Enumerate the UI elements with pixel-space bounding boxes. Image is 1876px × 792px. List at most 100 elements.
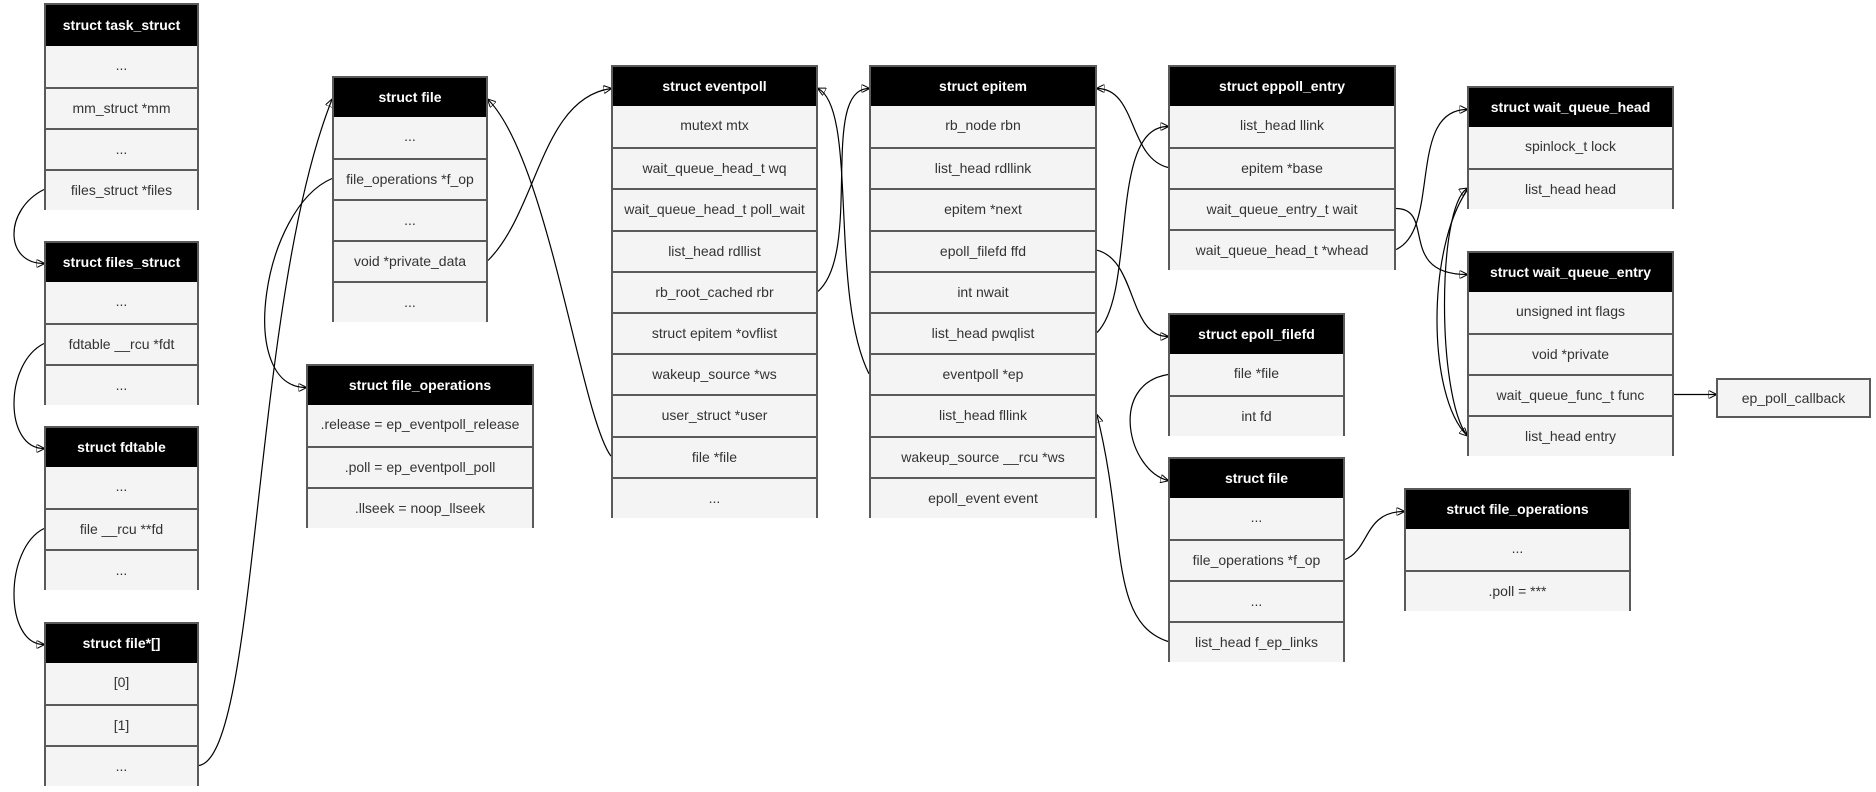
arrow-filefd-file: [1129, 373, 1168, 481]
struct-field: spinlock_t lock: [1469, 127, 1672, 168]
struct-field: struct epitem *ovflist: [613, 311, 816, 354]
struct-field: .llseek = noop_llseek: [308, 487, 532, 528]
struct-title: struct epoll_filefd: [1170, 315, 1343, 354]
struct-title: struct task_struct: [46, 5, 197, 46]
struct-field: ...: [1406, 529, 1629, 570]
struct-title: struct files_struct: [46, 243, 197, 282]
struct-files-struct: struct files_struct...fdtable __rcu *fdt…: [44, 241, 199, 405]
struct-field: file_operations *f_op: [1170, 539, 1343, 580]
struct-field: .release = ep_eventpoll_release: [308, 405, 532, 446]
arrow-fdt: [13, 342, 44, 449]
struct-field: ...: [46, 364, 197, 405]
arrow-fd: [13, 527, 44, 645]
struct-field: list_head head: [1469, 168, 1672, 209]
arrow-entry-to-head: [1443, 189, 1468, 436]
struct-field: [0]: [46, 663, 197, 704]
struct-fops1: struct file_operations.release = ep_even…: [306, 364, 534, 528]
struct-field: fdtable __rcu *fdt: [46, 323, 197, 364]
struct-title: struct file_operations: [308, 366, 532, 405]
struct-field: .poll = ep_eventpoll_poll: [308, 446, 532, 487]
arrow-f-op-2: [1344, 512, 1404, 561]
arrow-f-ep-links: [1097, 415, 1169, 643]
struct-field: list_head rdllink: [871, 147, 1095, 189]
struct-field: epitem *next: [871, 188, 1095, 230]
arrow-f-op-1: [264, 177, 333, 388]
struct-field: list_head fllink: [871, 394, 1095, 436]
struct-field: ...: [613, 476, 816, 518]
struct-field: wait_queue_func_t func: [1469, 374, 1672, 415]
struct-field: rb_root_cached rbr: [613, 270, 816, 312]
struct-title: struct fdtable: [46, 428, 197, 467]
struct-field: rb_node rbn: [871, 106, 1095, 148]
struct-field: mutext mtx: [613, 106, 816, 148]
struct-field: epoll_event event: [871, 476, 1095, 518]
struct-title: struct eppoll_entry: [1170, 67, 1394, 106]
arrow-rbr: [817, 89, 869, 292]
arrow-head-to-entry: [1436, 190, 1467, 436]
ep-poll-callback-label: ep_poll_callback: [1741, 390, 1846, 406]
struct-task-struct: struct task_struct...mm_struct *mm...fil…: [44, 3, 199, 210]
struct-file-array: struct file*[][0][1]...: [44, 622, 199, 786]
struct-field: void *private: [1469, 333, 1672, 374]
struct-title: struct file*[]: [46, 624, 197, 663]
struct-field: int fd: [1170, 395, 1343, 436]
struct-fdtable: struct fdtable...file __rcu **fd...: [44, 426, 199, 590]
struct-title: struct file: [334, 78, 486, 117]
struct-field: [1]: [46, 704, 197, 745]
struct-file1: struct file...file_operations *f_op...vo…: [332, 76, 488, 322]
struct-field: list_head entry: [1469, 415, 1672, 456]
arrow-wait: [1395, 207, 1467, 275]
arrow-whead: [1395, 110, 1467, 251]
struct-title: struct epitem: [871, 67, 1095, 106]
arrow-private-data: [487, 89, 611, 261]
struct-title: struct wait_queue_head: [1469, 88, 1672, 127]
struct-title: struct wait_queue_entry: [1469, 253, 1672, 292]
struct-file2: struct file...file_operations *f_op...li…: [1168, 457, 1345, 662]
struct-field: list_head pwqlist: [871, 311, 1095, 354]
struct-field: wait_queue_entry_t wait: [1170, 188, 1394, 229]
struct-field: ...: [46, 549, 197, 590]
struct-field: wait_queue_head_t wq: [613, 147, 816, 189]
struct-field: unsigned int flags: [1469, 292, 1672, 333]
struct-field: eventpoll *ep: [871, 353, 1095, 395]
struct-field: wakeup_source __rcu *ws: [871, 435, 1095, 477]
struct-field: wait_queue_head_t *whead: [1170, 229, 1394, 270]
struct-field: ...: [46, 467, 197, 508]
struct-field: ...: [46, 46, 197, 87]
struct-title: struct eventpoll: [613, 67, 816, 106]
struct-field: list_head rdllist: [613, 229, 816, 271]
arrow-ffd: [1096, 249, 1168, 336]
struct-field: file __rcu **fd: [46, 508, 197, 549]
struct-field: epitem *base: [1170, 147, 1394, 188]
struct-field: list_head llink: [1170, 106, 1394, 147]
struct-field: ...: [334, 199, 486, 240]
struct-field: ...: [334, 281, 486, 322]
struct-field: files_struct *files: [46, 169, 197, 210]
struct-field: file *file: [613, 435, 816, 477]
struct-fops2: struct file_operations....poll = ***: [1404, 488, 1631, 611]
struct-title: struct file_operations: [1406, 490, 1629, 529]
arrow-file-entry: [198, 100, 332, 767]
struct-title: struct file: [1170, 459, 1343, 498]
arrow-pwqlist: [1096, 127, 1168, 334]
struct-field: wait_queue_head_t poll_wait: [613, 188, 816, 230]
struct-field: ...: [46, 128, 197, 169]
struct-field: ...: [46, 745, 197, 786]
struct-field: mm_struct *mm: [46, 87, 197, 128]
struct-field: epoll_filefd ffd: [871, 229, 1095, 271]
struct-field: int nwait: [871, 270, 1095, 312]
struct-field: user_struct *user: [613, 394, 816, 436]
struct-field: void *private_data: [334, 240, 486, 281]
struct-field: ...: [1170, 580, 1343, 621]
ep-poll-callback-box: ep_poll_callback: [1716, 378, 1871, 418]
struct-field: wakeup_source *ws: [613, 353, 816, 395]
struct-field: ...: [46, 282, 197, 323]
struct-field: .poll = ***: [1406, 570, 1629, 611]
